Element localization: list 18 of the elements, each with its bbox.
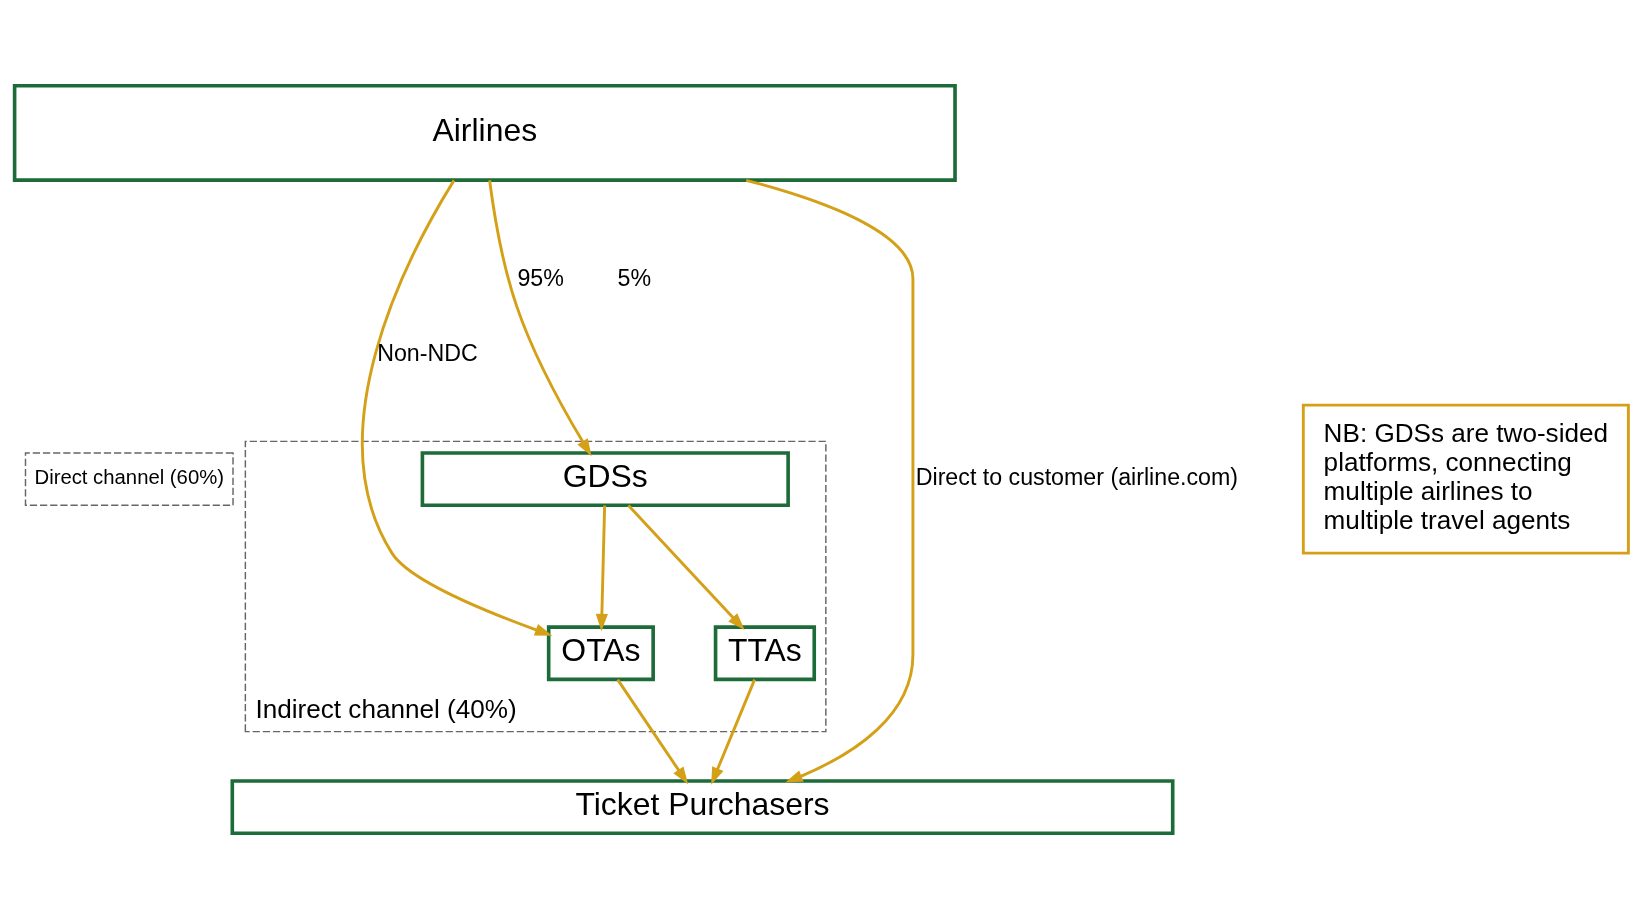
edge-label: 95% [517, 264, 564, 291]
node-box: NB: GDSs are two-sided platforms, connecting multiple airlines to multiple travel agents [1301, 403, 1630, 555]
arrow [595, 505, 608, 632]
arrow [627, 504, 745, 631]
node-box: Ticket Purchasers [230, 779, 1175, 835]
arrow [745, 178, 915, 783]
node-box: TTAs [713, 625, 817, 682]
arrow [361, 179, 553, 636]
edge-label: Non-NDC [377, 340, 478, 367]
node-box: OTAs [546, 625, 655, 682]
arrow [711, 679, 756, 785]
label: 5% [617, 264, 652, 291]
node-box: GDSs [420, 451, 790, 508]
arrow [616, 678, 689, 785]
node-box: Direct channel (60%) [24, 452, 234, 506]
edge-label: Direct to customer (airline.com) [915, 463, 1239, 490]
node-box: Airlines [12, 84, 957, 182]
arrow [488, 180, 592, 457]
